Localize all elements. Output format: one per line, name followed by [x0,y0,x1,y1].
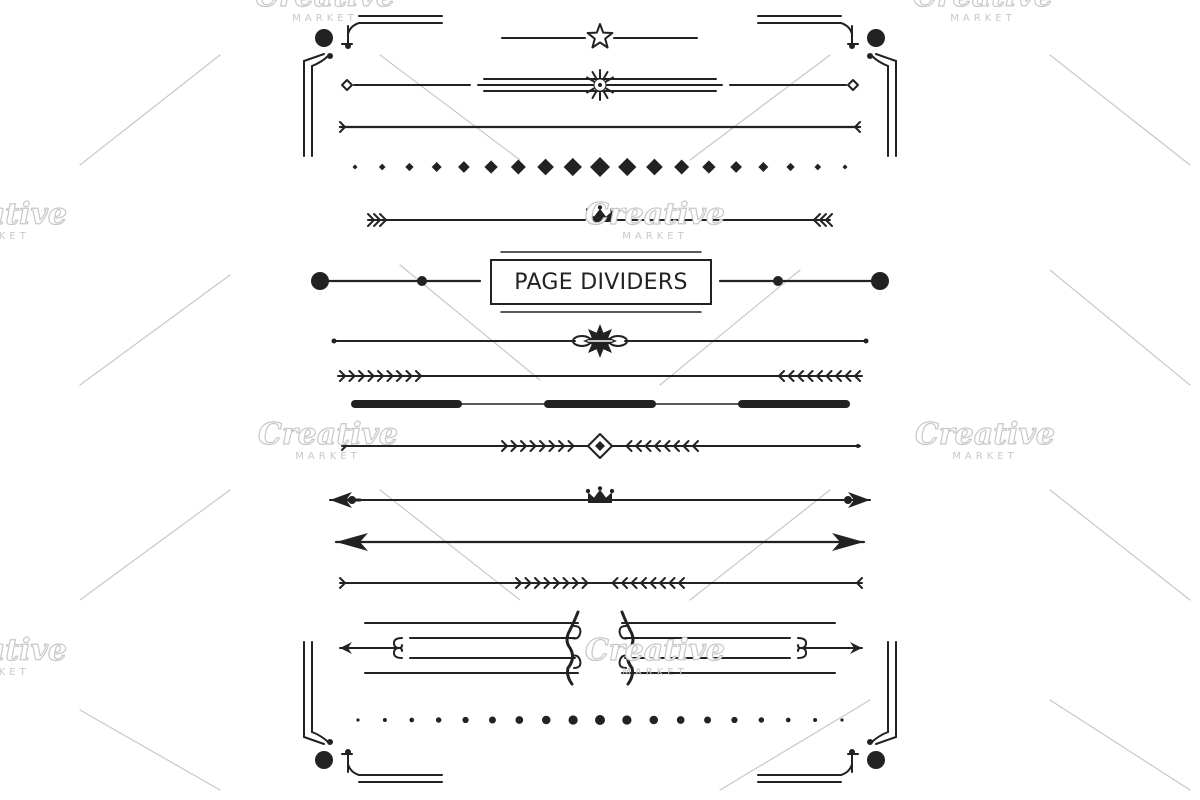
crown-arrow-divider [367,205,833,227]
top-left-corner [303,15,443,157]
scroll-frame-divider [339,610,863,686]
top-right-corner [757,15,897,157]
chevron-diamond-divider [341,433,861,459]
bottom-left-corner [303,641,443,783]
watermark-lines [79,54,1191,791]
chevron-center-divider [339,577,863,589]
chevron-arrows-divider [337,370,863,382]
diamond-dots-divider [352,157,848,177]
ornament-divider [331,324,869,358]
sunburst-icon [584,69,616,101]
crown-icon [588,208,612,222]
star-divider [501,23,698,49]
swirl-ornament-icon [572,324,628,358]
arrow-line-divider [338,121,862,133]
page-title: PAGE DIVIDERS [514,269,688,295]
diamond-icon [587,433,613,459]
arrowhead-divider [334,533,866,551]
title-ball-divider [311,251,889,313]
dot-row-divider [356,715,844,725]
crown-tip-divider [329,486,871,508]
bottom-right-corner [757,641,897,783]
scroll-icon [393,610,807,686]
crown-icon [588,489,612,503]
star-icon [586,23,614,49]
sunburst-divider [341,69,859,101]
